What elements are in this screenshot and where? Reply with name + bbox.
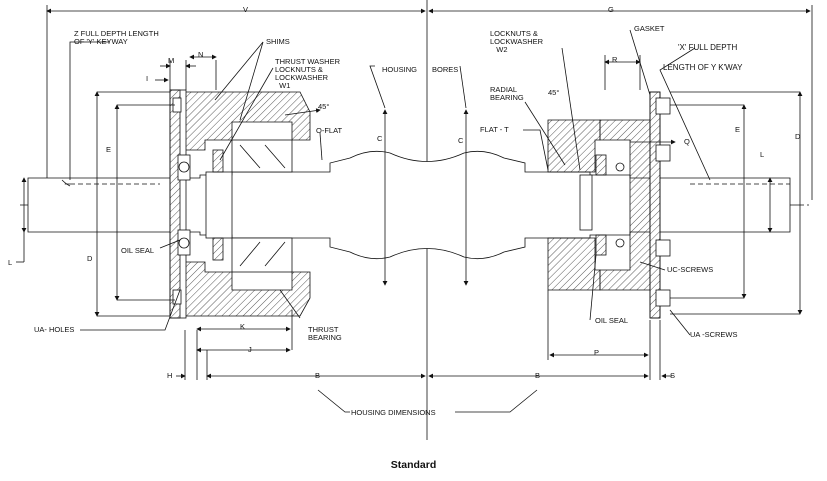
angle-left-label: 45° (318, 102, 330, 111)
x-length-label: LENGTH OF Y K'WAY (663, 63, 743, 72)
dim-G-label: G (608, 5, 614, 14)
angle-right-label: 45° (548, 88, 560, 97)
dim-D-left-label: D (87, 254, 93, 263)
dim-L-left-label: L (8, 258, 13, 267)
z-keyway-label: Z FULL DEPTH LENGTH OF 'Y' KEYWAY (74, 29, 159, 46)
bores-label: BORES (432, 65, 459, 74)
dim-I-label: I (146, 74, 149, 83)
top-dimension-lines (46, 0, 813, 440)
dim-J-label: J (248, 345, 252, 354)
o-flat-label: O-FLAT (316, 126, 343, 135)
dim-S-label: S (670, 371, 676, 380)
housing-dimensions-label: HOUSING DIMENSIONS (351, 408, 436, 417)
oil-seal-left-label: OIL SEAL (121, 246, 155, 255)
dim-C-left-label: C (377, 134, 383, 143)
leader-lines (69, 29, 711, 336)
right-housing (547, 91, 671, 319)
locknuts-w2-label: LOCKNUTS & LOCKWASHER W2 (490, 29, 544, 54)
dim-N-label: N (198, 50, 204, 59)
dim-L-right-label: L (760, 150, 765, 159)
radial-bearing-label: RADIAL BEARING (490, 85, 524, 102)
dim-Q-label: Q (684, 137, 690, 146)
dim-P-label: P (594, 348, 600, 357)
dim-B-left-label: B (315, 371, 321, 380)
dim-H-label: H (167, 371, 173, 380)
thrust-bearing-label: THRUST BEARING (308, 325, 342, 342)
gasket-label: GASKET (634, 24, 665, 33)
dim-E-right-label: E (735, 125, 741, 134)
dim-R-label: R (612, 55, 618, 64)
dim-D-right-label: D (795, 132, 801, 141)
dim-B-right-label: B (535, 371, 541, 380)
dim-E-left-label: E (106, 145, 112, 154)
bottom-dimensions (176, 290, 672, 413)
left-housing (169, 89, 311, 319)
shims-label: SHIMS (266, 37, 290, 46)
dim-V-label: V (243, 5, 249, 14)
flat-t-label: FLAT - T (480, 125, 509, 134)
dim-K-label: K (240, 322, 246, 331)
oil-seal-right-label: OIL SEAL (595, 316, 629, 325)
caption: Standard (390, 459, 437, 471)
housing-label: HOUSING (382, 65, 418, 74)
ua-holes-label: UA- HOLES (34, 325, 75, 334)
vertical-dimensions (16, 91, 803, 317)
x-full-depth-label: 'X' FULL DEPTH (678, 43, 738, 52)
uc-screws-label: UC-SCREWS (667, 265, 714, 274)
dim-C-right-label: C (458, 136, 464, 145)
thrust-bearing-left (205, 139, 293, 273)
dim-M-label: M (168, 56, 175, 65)
thrust-washer-label: THRUST WASHER LOCKNUTS & LOCKWASHER W1 (275, 57, 341, 90)
shaft (27, 150, 791, 260)
ua-screws-label: UA -SCREWS (690, 330, 738, 339)
